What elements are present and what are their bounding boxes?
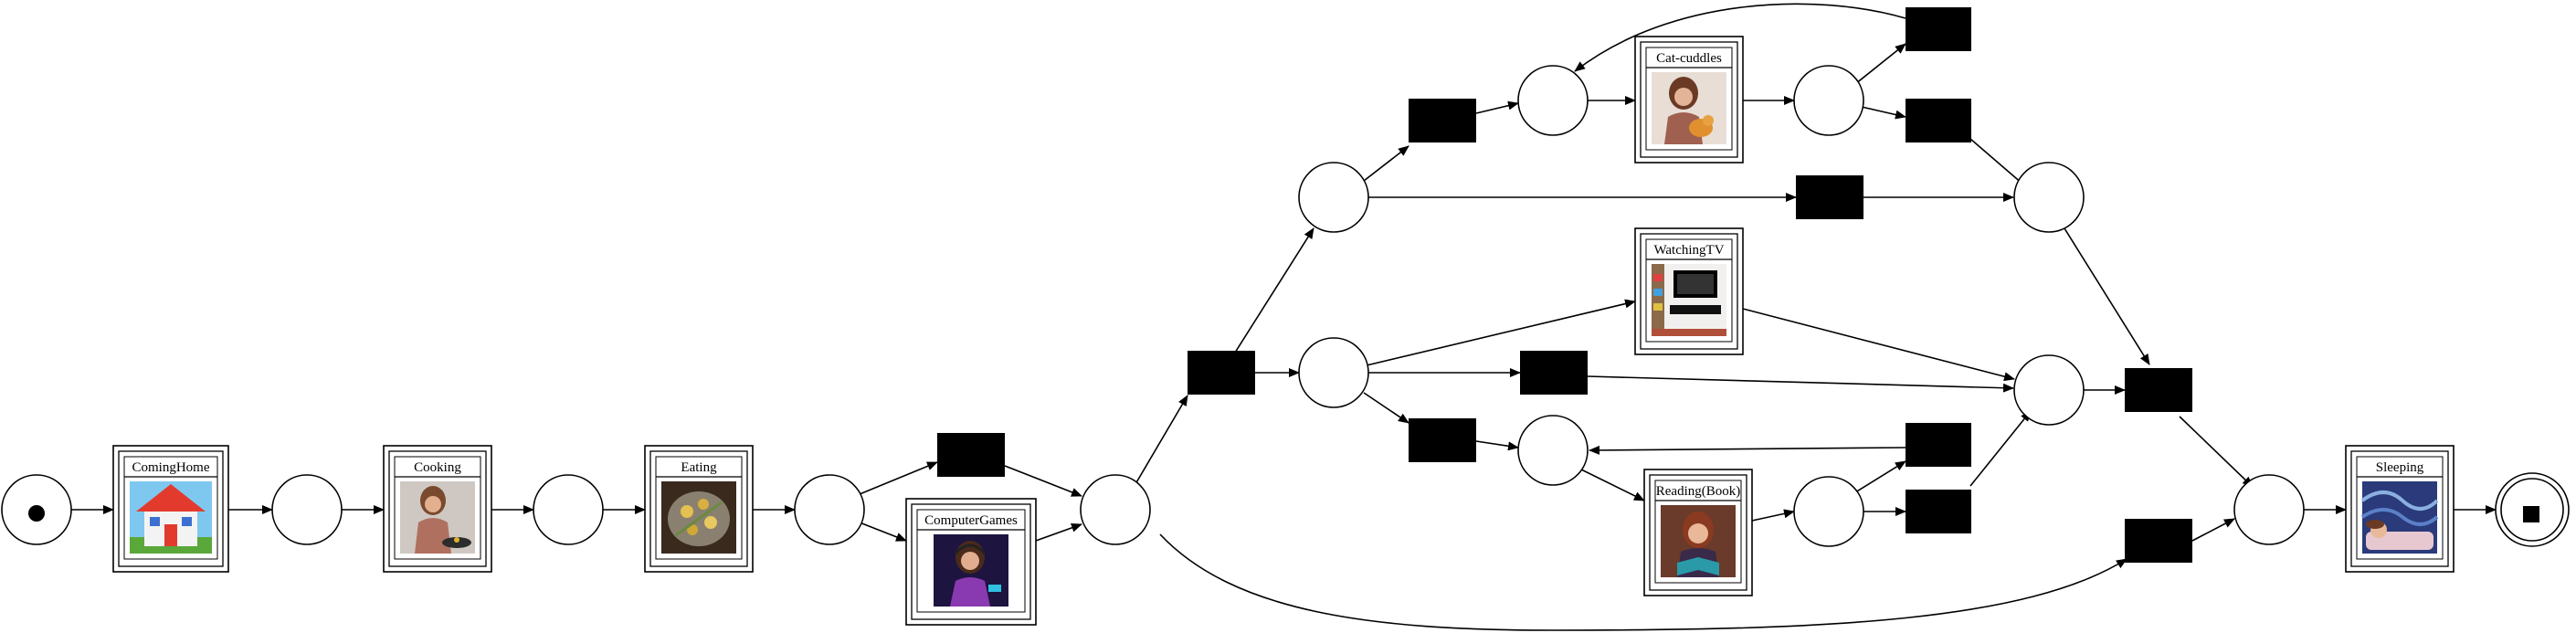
arc-watchingtv-p10 bbox=[1742, 308, 2015, 382]
arc-p6-tau7 bbox=[1363, 392, 1409, 424]
activity-cat-cuddles[interactable]: Cat-cuddles bbox=[1634, 36, 1744, 164]
place-p2[interactable] bbox=[533, 474, 604, 545]
activity-reading-book[interactable]: Reading(Book) bbox=[1643, 469, 1753, 596]
silent-transition[interactable] bbox=[1188, 351, 1255, 395]
arc-p9-tau10 bbox=[2064, 227, 2150, 365]
arc-tau1-p4 bbox=[1004, 465, 1082, 497]
place-p7[interactable] bbox=[1517, 65, 1589, 136]
silent-transition[interactable] bbox=[1796, 175, 1863, 219]
woman-with-cat-icon bbox=[1652, 72, 1726, 144]
activity-coming-home[interactable]: ComingHome bbox=[112, 445, 229, 573]
activity-label: Cooking bbox=[414, 460, 461, 475]
arc-tau10-p13 bbox=[2179, 416, 2254, 488]
arc-tau7-p11 bbox=[1475, 440, 1519, 451]
arc-p8-tau4b bbox=[1861, 106, 1906, 120]
activity-label: ComingHome bbox=[132, 460, 210, 475]
tv-room-icon bbox=[1652, 264, 1726, 336]
activity-label: WatchingTV bbox=[1653, 243, 1724, 258]
arc-tau2-p5 bbox=[1234, 227, 1314, 353]
activity-computer-games[interactable]: ComputerGames bbox=[905, 498, 1037, 626]
arc-tau4-p7-loop bbox=[1574, 3, 1906, 72]
place-p13[interactable] bbox=[2233, 474, 2305, 545]
arc-p5-tau3 bbox=[1363, 145, 1409, 182]
place-p10[interactable] bbox=[2013, 354, 2085, 426]
arc-p6-watchingtv bbox=[1366, 299, 1636, 366]
silent-transition[interactable] bbox=[1906, 423, 1971, 467]
gamer-woman-icon bbox=[934, 534, 1008, 607]
place-p11[interactable] bbox=[1517, 415, 1589, 486]
silent-transition[interactable] bbox=[2125, 519, 2192, 563]
start-token-icon bbox=[28, 505, 45, 522]
activity-sleeping[interactable]: Sleeping bbox=[2345, 445, 2455, 573]
arc-p3-computergames bbox=[859, 522, 907, 542]
arc-reading-p12 bbox=[1751, 509, 1795, 522]
arc-tau3-p7 bbox=[1475, 100, 1519, 114]
food-plate-icon bbox=[661, 481, 736, 554]
place-end[interactable] bbox=[2495, 472, 2570, 547]
arc-computergames-p4 bbox=[1035, 523, 1082, 542]
arc-p11-reading bbox=[1578, 468, 1645, 501]
arc-p4-tau2 bbox=[1135, 395, 1188, 485]
arc-tau6-p10 bbox=[1587, 375, 2014, 393]
silent-transition[interactable] bbox=[1520, 351, 1588, 395]
silent-transition[interactable] bbox=[2125, 368, 2192, 412]
activity-label: Cat-cuddles bbox=[1656, 51, 1722, 66]
places bbox=[1, 65, 2570, 547]
activity-label: Sleeping bbox=[2376, 460, 2424, 475]
silent-transition[interactable] bbox=[1906, 490, 1971, 533]
place-p5[interactable] bbox=[1298, 162, 1369, 233]
silent-transition[interactable] bbox=[937, 433, 1005, 477]
silent-transition[interactable] bbox=[1409, 418, 1476, 462]
arc-p12-tau8 bbox=[1854, 460, 1906, 493]
arc-p8-tau4 bbox=[1854, 43, 1906, 85]
place-p9[interactable] bbox=[2013, 162, 2085, 233]
sleeping-person-icon bbox=[2360, 481, 2439, 554]
place-p1[interactable] bbox=[271, 474, 343, 545]
silent-transition[interactable] bbox=[1409, 99, 1476, 142]
place-p4[interactable] bbox=[1080, 474, 1151, 545]
place-p8[interactable] bbox=[1793, 65, 1864, 136]
woman-reading-icon bbox=[1661, 505, 1736, 577]
place-p6[interactable] bbox=[1298, 337, 1369, 408]
arc-tau8-p11-loop bbox=[1589, 445, 1906, 455]
place-p12[interactable] bbox=[1793, 476, 1864, 547]
place-p3[interactable] bbox=[794, 474, 865, 545]
silent-transition[interactable] bbox=[1906, 99, 1971, 142]
woman-cooking-icon bbox=[400, 481, 475, 554]
arc-tau-bottom-p13 bbox=[2191, 518, 2235, 542]
arc-p4-tau-bottom bbox=[1159, 533, 2127, 631]
arc-p3-tau1 bbox=[859, 461, 938, 495]
activity-label: Eating bbox=[681, 460, 717, 475]
arc-tau9-p10 bbox=[1969, 410, 2032, 487]
house-icon bbox=[130, 481, 212, 554]
activity-eating[interactable]: Eating bbox=[644, 445, 754, 573]
silent-transition[interactable] bbox=[1906, 7, 1971, 51]
activity-label: ComputerGames bbox=[924, 513, 1018, 528]
end-token-icon bbox=[2523, 506, 2539, 522]
activity-label: Reading(Book) bbox=[1656, 484, 1740, 499]
activity-cooking[interactable]: Cooking bbox=[383, 445, 492, 573]
place-start[interactable] bbox=[1, 474, 72, 545]
silent-transitions bbox=[937, 7, 2192, 563]
activity-watching-tv[interactable]: WatchingTV bbox=[1634, 227, 1744, 355]
